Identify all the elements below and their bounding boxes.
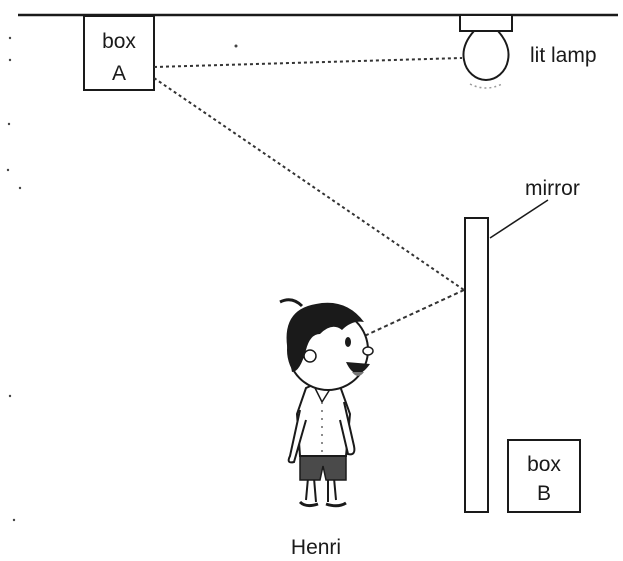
- henri-tongue: [352, 372, 364, 376]
- henri-mouth: [346, 362, 370, 374]
- mirror-label: mirror: [525, 177, 580, 200]
- box-b-label-line1: box: [527, 453, 561, 476]
- box-a-label-line1: box: [102, 30, 136, 53]
- mirror: [464, 217, 489, 513]
- henri-nose: [362, 346, 374, 356]
- henri-eye: [345, 337, 351, 347]
- mirror-label-leader: [489, 199, 549, 239]
- henri-ear: [303, 349, 317, 363]
- ray-box-a-to-mirror: [153, 77, 465, 291]
- lit-lamp: [459, 14, 513, 89]
- scan-specks: [6, 36, 238, 522]
- box-b-label-line2: B: [537, 482, 551, 505]
- henri-legs: [305, 477, 337, 503]
- ray-lamp-to-box-a: [153, 57, 463, 68]
- lamp-socket: [459, 14, 513, 32]
- box-b: [507, 439, 581, 513]
- lamp-bulb: [462, 30, 510, 82]
- ray-mirror-to-eye: [359, 289, 465, 339]
- henri-shoes: [298, 500, 347, 508]
- lamp-glow: [469, 83, 503, 89]
- box-a: [83, 15, 155, 91]
- henri-hair: [286, 302, 364, 372]
- henri-label: Henri: [291, 536, 341, 559]
- lamp-label: lit lamp: [530, 44, 597, 67]
- henri-figure: [279, 298, 374, 508]
- box-a-label-line2: A: [112, 62, 126, 85]
- henri-right-arm: [339, 401, 356, 456]
- henri-cowlick: [279, 298, 304, 308]
- henri-left-arm: [287, 409, 307, 464]
